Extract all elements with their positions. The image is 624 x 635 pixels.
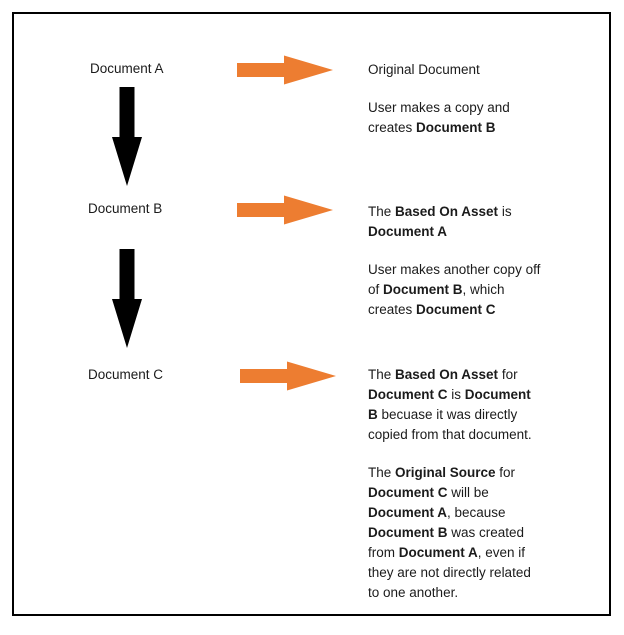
down-arrow-shape [112,87,142,186]
diagram-border [12,12,611,616]
down-arrow-icon-a-to-b [112,87,142,186]
right-arrow-shape [237,195,333,225]
document-b-label: Document B [88,201,163,216]
right-arrow-icon-document-b [237,195,333,225]
right-arrow-icon-document-c [240,361,336,391]
right-arrow-shape [240,361,336,391]
right-arrow-shape [237,55,333,85]
down-arrow-icon-b-to-c [112,249,142,348]
right-arrow-icon-document-a [237,55,333,85]
original-document-text: Original Document [368,62,480,77]
down-arrow-shape [112,249,142,348]
document-a-label: Document A [90,61,164,76]
document-c-label: Document C [88,367,164,382]
